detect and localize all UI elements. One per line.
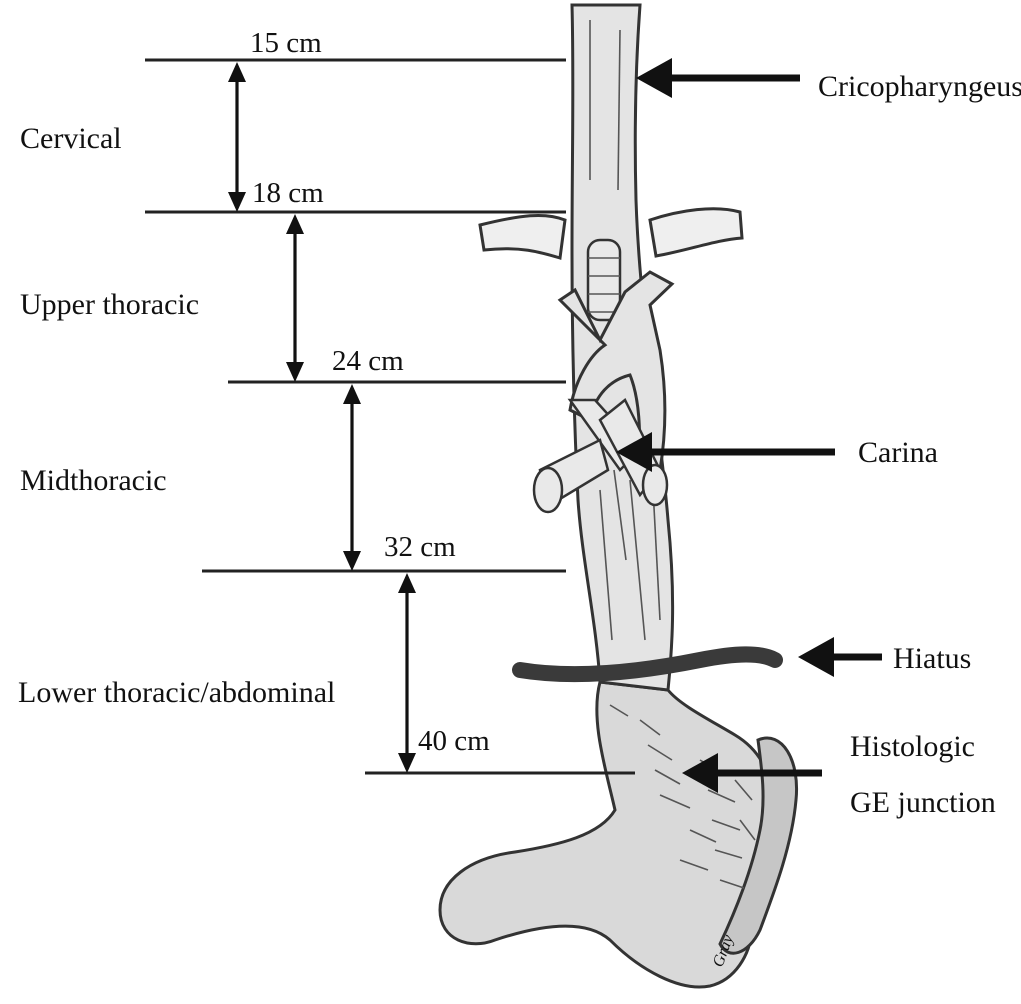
measurement-arrows: [228, 62, 416, 773]
distance-labels: 15 cm 18 cm 24 cm 32 cm 40 cm: [250, 27, 490, 757]
region-labels: Cervical Upper thoracic Midthoracic Lowe…: [18, 122, 335, 709]
region-label-midthoracic: Midthoracic: [20, 464, 167, 497]
callout-carina: Carina: [858, 436, 938, 469]
region-label-cervical: Cervical: [20, 122, 122, 155]
distance-label-24: 24 cm: [332, 345, 404, 377]
region-label-lower: Lower thoracic/abdominal: [18, 676, 335, 709]
right-clavicle: [650, 209, 742, 256]
callout-hiatus: Hiatus: [893, 642, 971, 675]
distance-label-18: 18 cm: [252, 177, 324, 209]
distance-label-32: 32 cm: [384, 531, 456, 563]
region-label-upper-thoracic: Upper thoracic: [20, 288, 199, 321]
anatomy-illustration: Gray: [440, 5, 797, 987]
distance-label-15: 15 cm: [250, 27, 322, 59]
left-clavicle: [480, 215, 565, 258]
callout-cricopharyngeus: Cricopharyngeus: [818, 70, 1021, 103]
distance-label-40: 40 cm: [418, 725, 490, 757]
callout-ge-line2: GE junction: [850, 786, 996, 819]
callout-labels: Cricopharyngeus Carina Hiatus Histologic…: [818, 70, 1021, 819]
callout-ge-line1: Histologic: [850, 730, 975, 763]
